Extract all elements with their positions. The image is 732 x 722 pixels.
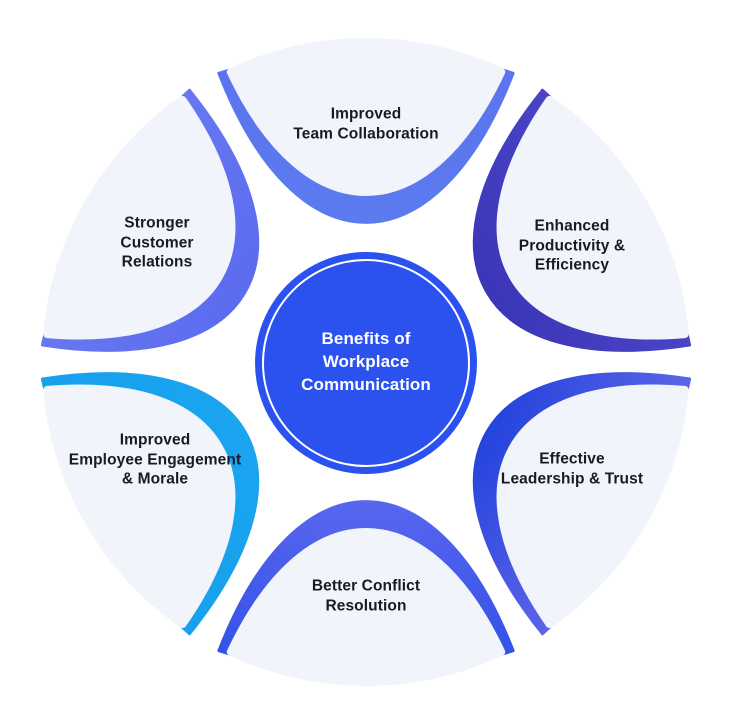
petal-body-productivity-efficiency [496, 95, 689, 340]
petal-body-customer-relations [43, 95, 236, 340]
petal-body-leadership-trust [496, 384, 689, 629]
petal-label-customer-relations: Stronger Customer Relations [120, 214, 194, 271]
center-circle [255, 252, 477, 474]
petal-label-productivity-efficiency: Enhanced Productivity & Efficiency [518, 217, 626, 274]
petal-conflict-resolution [217, 500, 515, 686]
petal-label-leadership-trust: Effective Leadership & Trust [500, 450, 644, 487]
petal-label-conflict-resolution: Better Conflict Resolution [311, 577, 421, 614]
petal-label-employee-engagement: Improved Employee Engagement & Morale [68, 431, 242, 488]
petal-customer-relations [40, 88, 260, 352]
center-ring [262, 259, 470, 467]
petal-team-collaboration [217, 38, 515, 224]
petal-label-team-collaboration: Improved Team Collaboration [293, 105, 439, 142]
petal-leadership-trust [472, 372, 692, 636]
petal-body-conflict-resolution [226, 528, 506, 686]
petal-body-employee-engagement [43, 384, 236, 629]
petal-employee-engagement [40, 372, 260, 636]
petal-body-team-collaboration [226, 38, 506, 196]
center-label: Benefits of Workplace Communication [301, 328, 431, 394]
petal-productivity-efficiency [472, 88, 692, 352]
